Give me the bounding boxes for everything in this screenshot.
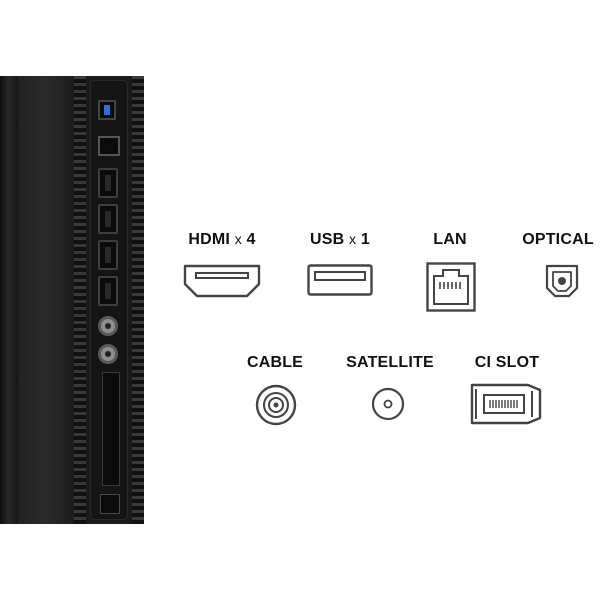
coaxial-cable-icon	[255, 384, 297, 426]
usb-port-icon	[307, 264, 373, 296]
tv-ci-slot	[102, 372, 120, 486]
cable-label: CABLE	[246, 354, 304, 371]
usb-count: 1	[360, 231, 370, 248]
optical-port-icon	[545, 264, 579, 298]
hdmi-port-icon	[183, 264, 261, 298]
tv-cable-port	[98, 316, 118, 336]
tv-lan-port	[98, 136, 120, 156]
tv-vent-left	[74, 76, 86, 524]
optical-legend: OPTICAL	[518, 231, 598, 249]
satellite-label: SATELLITE	[346, 354, 434, 371]
tv-usb-port	[98, 100, 116, 120]
ci-slot-legend: CI SLOT	[462, 354, 552, 372]
tv-hdmi-port	[98, 276, 118, 306]
lan-legend: LAN	[415, 231, 485, 249]
satellite-legend: SATELLITE	[335, 354, 445, 372]
hdmi-count: 4	[246, 231, 256, 248]
ci-slot-label: CI SLOT	[474, 354, 540, 371]
tv-hdmi-port	[98, 240, 118, 270]
usb-label: USB x 1	[290, 231, 390, 249]
lan-label: LAN	[433, 231, 467, 248]
optical-label: OPTICAL	[522, 231, 594, 248]
tv-service-port	[100, 494, 120, 514]
hdmi-legend: HDMI x 4	[172, 231, 272, 249]
hdmi-name: HDMI	[188, 231, 231, 248]
usb-multiplier: x	[349, 231, 357, 247]
tv-side-bezel	[0, 76, 18, 524]
ethernet-port-icon	[426, 262, 476, 312]
hdmi-label: HDMI x 4	[172, 231, 272, 249]
tv-rear-panel	[0, 76, 144, 524]
cable-legend: CABLE	[235, 354, 315, 372]
tv-hdmi-port	[98, 168, 118, 198]
satellite-connector-icon	[371, 387, 405, 421]
usb-legend: USB x 1	[290, 231, 390, 249]
usb-name: USB	[309, 231, 345, 248]
tv-hdmi-port	[98, 204, 118, 234]
ci-card-slot-icon	[468, 381, 546, 427]
tv-vent-right	[132, 76, 144, 524]
tv-back-cover	[18, 76, 74, 524]
tv-satellite-port	[98, 344, 118, 364]
hdmi-multiplier: x	[234, 231, 242, 247]
